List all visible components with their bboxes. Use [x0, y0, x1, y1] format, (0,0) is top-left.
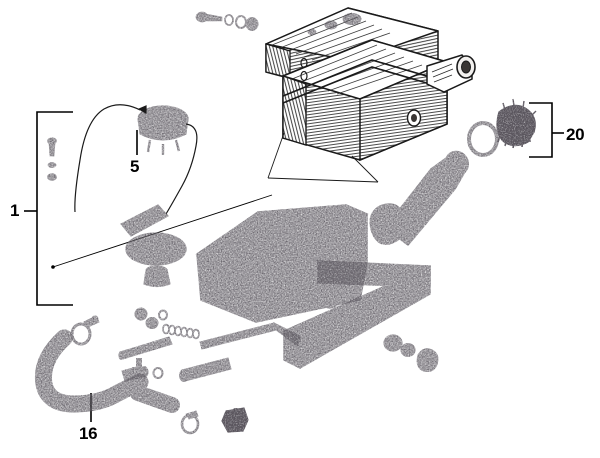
- bracket: [221, 407, 249, 433]
- tank-bolt-set: [47, 137, 57, 181]
- mounting-strap: [283, 260, 431, 369]
- hardware-cluster: [118, 307, 301, 382]
- assembly-leader-lines: [267, 132, 379, 183]
- callout-label-5: 5: [130, 157, 140, 176]
- hose-clamp-small: [180, 410, 200, 435]
- hose-clamp: [70, 315, 100, 346]
- sender-float-arm: [120, 204, 169, 237]
- fuel-tank-upper: [265, 7, 476, 162]
- bolt-washer-nut-set: [195, 11, 259, 31]
- fuel-tank-lower: [195, 204, 369, 323]
- callout-1-leader: [51, 194, 273, 269]
- fuel-cap-small: [143, 265, 171, 288]
- callout-label-1: 1: [10, 201, 20, 220]
- tank-filler-spout: [426, 54, 476, 93]
- fuel-gauge-sender: [137, 105, 189, 155]
- sender-float-arm-wire: [74, 104, 198, 215]
- filler-neck: [369, 150, 470, 246]
- fuel-cap-seal: [467, 121, 499, 157]
- callout-label-16: 16: [79, 424, 98, 443]
- callout-20-bracket: [529, 102, 564, 158]
- callout-label-20: 20: [566, 125, 585, 144]
- callout-1-bracket: [24, 111, 73, 306]
- tank-top-fittings: [307, 13, 362, 36]
- fuel-hose: [34, 329, 180, 413]
- sender-lock-ring: [125, 232, 187, 266]
- fuel-cap: [496, 98, 537, 149]
- strap-washer-nut-set: [383, 334, 439, 372]
